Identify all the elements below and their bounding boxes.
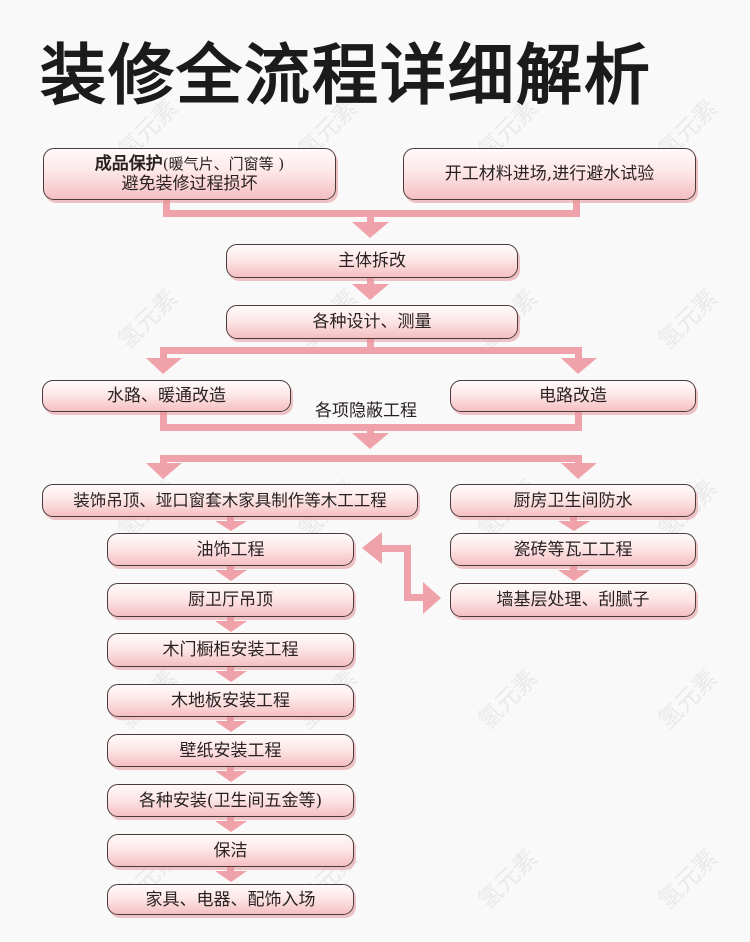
protection-title: 成品保护 <box>94 154 163 174</box>
furniture-label: 家具、电器、配饰入场 <box>145 889 316 910</box>
step-product-protection: 成品保护(暖气片、门窗等 ) 避免装修过程损坏 <box>43 148 336 200</box>
step-electric: 电路改造 <box>450 380 696 412</box>
paint-label: 油饰工程 <box>196 539 265 560</box>
step-carpentry: 装饰吊顶、垭口窗套木家具制作等木工工程 <box>42 484 418 517</box>
step-waterproofing: 厨房卫生间防水 <box>450 484 696 517</box>
water-label: 水路、暖通改造 <box>107 386 226 406</box>
step-wall-base: 墙基层处理、刮腻子 <box>450 583 696 617</box>
ceiling-label: 厨卫厅吊顶 <box>188 590 273 610</box>
step-fixtures: 各种安装(卫生间五金等) <box>107 784 354 817</box>
step-doors-cabinets: 木门橱柜安装工程 <box>107 633 354 667</box>
waterproof-label: 厨房卫生间防水 <box>513 490 633 511</box>
electric-label: 电路改造 <box>539 386 607 406</box>
protection-line2: 避免装修过程损坏 <box>121 174 258 194</box>
doors-label: 木门橱柜安装工程 <box>162 640 299 660</box>
page-title: 装修全流程详细解析 <box>40 36 652 114</box>
carpentry-label: 装饰吊顶、垭口窗套木家具制作等木工工程 <box>73 490 387 510</box>
hidden-works-label: 各项隐蔽工程 <box>315 401 417 421</box>
protection-detail: (暖气片、门窗等 ) <box>162 155 285 173</box>
step-ceiling: 厨卫厅吊顶 <box>107 583 354 617</box>
design-label: 各种设计、测量 <box>312 312 432 332</box>
step-demolition: 主体拆改 <box>226 244 518 278</box>
step-furniture-entry: 家具、电器、配饰入场 <box>107 884 354 915</box>
step-water-heating: 水路、暖通改造 <box>42 380 291 412</box>
step-cleaning: 保洁 <box>107 834 354 867</box>
materials-label: 开工材料进场,进行避水试验 <box>444 164 655 184</box>
cleaning-label: 保洁 <box>213 840 248 861</box>
tile-label: 瓷砖等瓦工工程 <box>513 539 633 560</box>
step-materials-entry: 开工材料进场,进行避水试验 <box>403 148 696 200</box>
wall-base-label: 墙基层处理、刮腻子 <box>496 590 650 610</box>
step-tiling: 瓷砖等瓦工工程 <box>450 533 696 566</box>
step-wood-floor: 木地板安装工程 <box>107 684 354 717</box>
wallpaper-label: 壁纸安装工程 <box>179 740 282 761</box>
step-design: 各种设计、测量 <box>226 305 518 339</box>
fixtures-label: 各种安装(卫生间五金等) <box>138 790 323 811</box>
step-wallpaper: 壁纸安装工程 <box>107 734 354 767</box>
step-paint: 油饰工程 <box>107 533 354 566</box>
demolition-label: 主体拆改 <box>338 251 406 271</box>
floor-label: 木地板安装工程 <box>171 690 290 711</box>
